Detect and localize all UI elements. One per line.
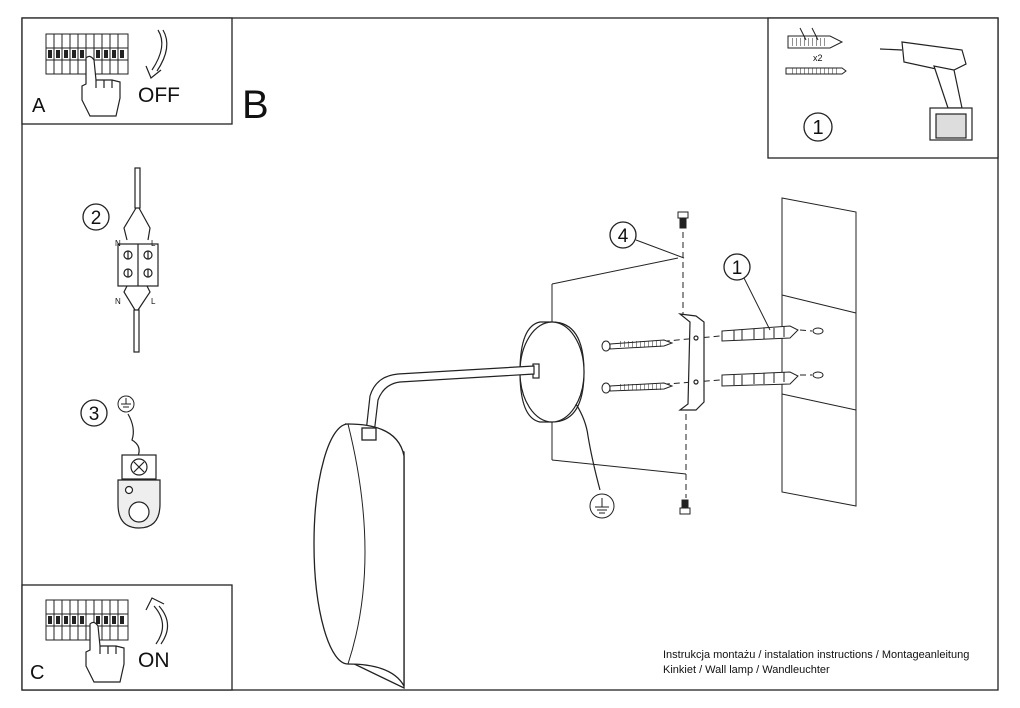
earth-lead bbox=[575, 403, 601, 491]
lamp-arm bbox=[365, 365, 535, 435]
footer-title: Instrukcja montażu / instalation instruc… bbox=[663, 649, 970, 661]
step-3-badge: 3 bbox=[80, 399, 108, 427]
live-label-bottom: L bbox=[151, 297, 156, 306]
svg-text:4: 4 bbox=[618, 226, 629, 247]
callout-wall-plugs: 1 bbox=[723, 253, 771, 331]
step-3-earth: 3 bbox=[80, 395, 161, 529]
quantity-label: x2 bbox=[813, 53, 823, 63]
arrow-up-icon bbox=[145, 597, 169, 645]
neutral-label-top: N bbox=[115, 239, 121, 248]
panel-b-letter: B bbox=[242, 83, 269, 127]
callout-bracket: 4 bbox=[609, 221, 685, 259]
breaker-box-icon bbox=[45, 599, 129, 641]
step-2-badge: 2 bbox=[82, 203, 110, 231]
arrow-down-icon bbox=[145, 29, 168, 79]
panel-c-letter: C bbox=[30, 662, 44, 684]
earth-terminal-icon bbox=[117, 454, 161, 529]
cable-icon bbox=[123, 167, 151, 353]
panel-c-switch-on: C ON bbox=[21, 584, 233, 691]
fixing-screw-upper bbox=[601, 339, 674, 352]
hand-icon bbox=[85, 621, 125, 683]
footer-caption: Instrukcja montażu / instalation instruc… bbox=[663, 648, 969, 678]
earth-symbol-icon bbox=[589, 493, 615, 519]
svg-text:3: 3 bbox=[89, 404, 100, 425]
wall-plug-upper bbox=[721, 325, 799, 342]
panel-a-switch-off: A OFF bbox=[21, 17, 233, 125]
svg-text:1: 1 bbox=[732, 258, 743, 279]
bracket-screw-top bbox=[677, 211, 689, 229]
live-label-top: L bbox=[151, 239, 156, 248]
on-label: ON bbox=[138, 649, 170, 672]
step-1-badge: 1 bbox=[803, 112, 833, 142]
lamp-shade bbox=[313, 422, 405, 690]
earth-symbol-icon bbox=[117, 395, 135, 413]
page-frame bbox=[21, 17, 999, 691]
footer-subtitle: Kinkiet / Wall lamp / Wandleuchter bbox=[663, 664, 830, 676]
tools-panel: x2 1 bbox=[767, 17, 999, 159]
svg-text:1: 1 bbox=[812, 117, 823, 139]
neutral-label-bottom: N bbox=[115, 297, 121, 306]
earth-wire bbox=[127, 413, 140, 457]
wall-plug-icon bbox=[787, 27, 844, 49]
panel-a-letter: A bbox=[32, 95, 46, 117]
canopy bbox=[519, 321, 585, 423]
terminal-block-icon bbox=[117, 243, 159, 287]
step-2-wiring: 2 N L N L bbox=[82, 167, 159, 353]
mounting-bracket bbox=[677, 313, 705, 411]
wall-surface bbox=[781, 197, 857, 507]
off-label: OFF bbox=[138, 84, 180, 107]
fixing-screw-lower bbox=[601, 382, 674, 394]
svg-text:2: 2 bbox=[91, 208, 102, 229]
drill-icon bbox=[879, 41, 973, 141]
screw-icon bbox=[785, 67, 847, 75]
bracket-screw-bottom bbox=[679, 499, 691, 515]
breaker-box-icon bbox=[45, 33, 129, 75]
wall-plug-lower bbox=[721, 371, 799, 387]
hand-icon bbox=[81, 55, 121, 117]
